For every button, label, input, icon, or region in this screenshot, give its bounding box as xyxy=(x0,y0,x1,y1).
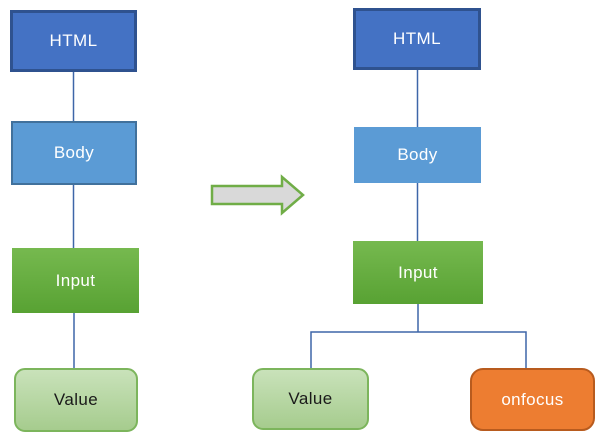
node-html: HTML xyxy=(353,8,481,70)
node-html: HTML xyxy=(10,10,137,72)
node-label: HTML xyxy=(49,31,98,50)
node-input: Input xyxy=(353,241,483,304)
node-onfocus: onfocus xyxy=(470,368,595,431)
node-label: Input xyxy=(55,270,96,290)
branch-connector-line xyxy=(310,331,527,368)
node-input: Input xyxy=(12,248,139,313)
node-label: Body xyxy=(397,145,438,164)
node-body: Body xyxy=(11,121,137,185)
node-label: onfocus xyxy=(501,389,564,409)
node-label: Body xyxy=(53,143,95,162)
node-label: Value xyxy=(53,390,99,409)
node-body: Body xyxy=(354,127,481,183)
node-label: Input xyxy=(398,262,438,282)
node-label: HTML xyxy=(393,29,441,48)
node-value: Value xyxy=(14,368,138,432)
node-value: Value xyxy=(252,368,369,430)
transition-arrow-icon xyxy=(212,177,303,213)
node-label: Value xyxy=(288,389,333,408)
